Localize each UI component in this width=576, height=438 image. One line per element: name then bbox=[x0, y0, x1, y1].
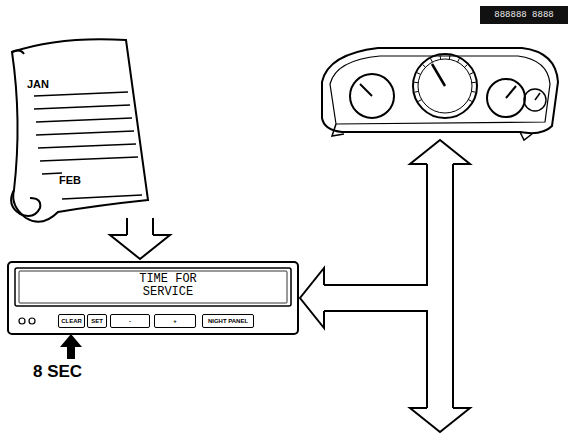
button-label: NIGHT PANEL bbox=[208, 318, 248, 324]
flow-arrow bbox=[110, 218, 170, 259]
paper-sheet: JAN FEB bbox=[5, 40, 150, 218]
push-button: NIGHT PANEL bbox=[202, 314, 254, 328]
paper-sheet bbox=[11, 39, 148, 222]
time-label: 8 SEC bbox=[33, 362, 82, 382]
button-label: SET bbox=[91, 318, 103, 324]
flow-arrow bbox=[300, 140, 470, 432]
press-arrow bbox=[60, 334, 82, 359]
display-unit bbox=[8, 262, 298, 334]
push-button: CLEAR bbox=[58, 314, 85, 328]
push-button: SET bbox=[87, 314, 107, 328]
display-message: TIME FOR SERVICE bbox=[128, 273, 208, 299]
month-label: FEB bbox=[59, 174, 81, 186]
button-label: + bbox=[173, 318, 177, 324]
push-button: - bbox=[110, 314, 150, 328]
button-label: - bbox=[129, 318, 131, 324]
push-button: + bbox=[154, 314, 196, 328]
digital-readout: 888888 8888 bbox=[480, 6, 568, 24]
month-label: JAN bbox=[27, 78, 49, 90]
instrument-cluster bbox=[322, 48, 558, 140]
display-unit: TIME FOR SERVICE CLEAR SET - + NIGHT PANEL bbox=[8, 262, 298, 334]
instrument-cluster: 888888 8888 bbox=[318, 4, 568, 138]
button-label: CLEAR bbox=[61, 318, 82, 324]
